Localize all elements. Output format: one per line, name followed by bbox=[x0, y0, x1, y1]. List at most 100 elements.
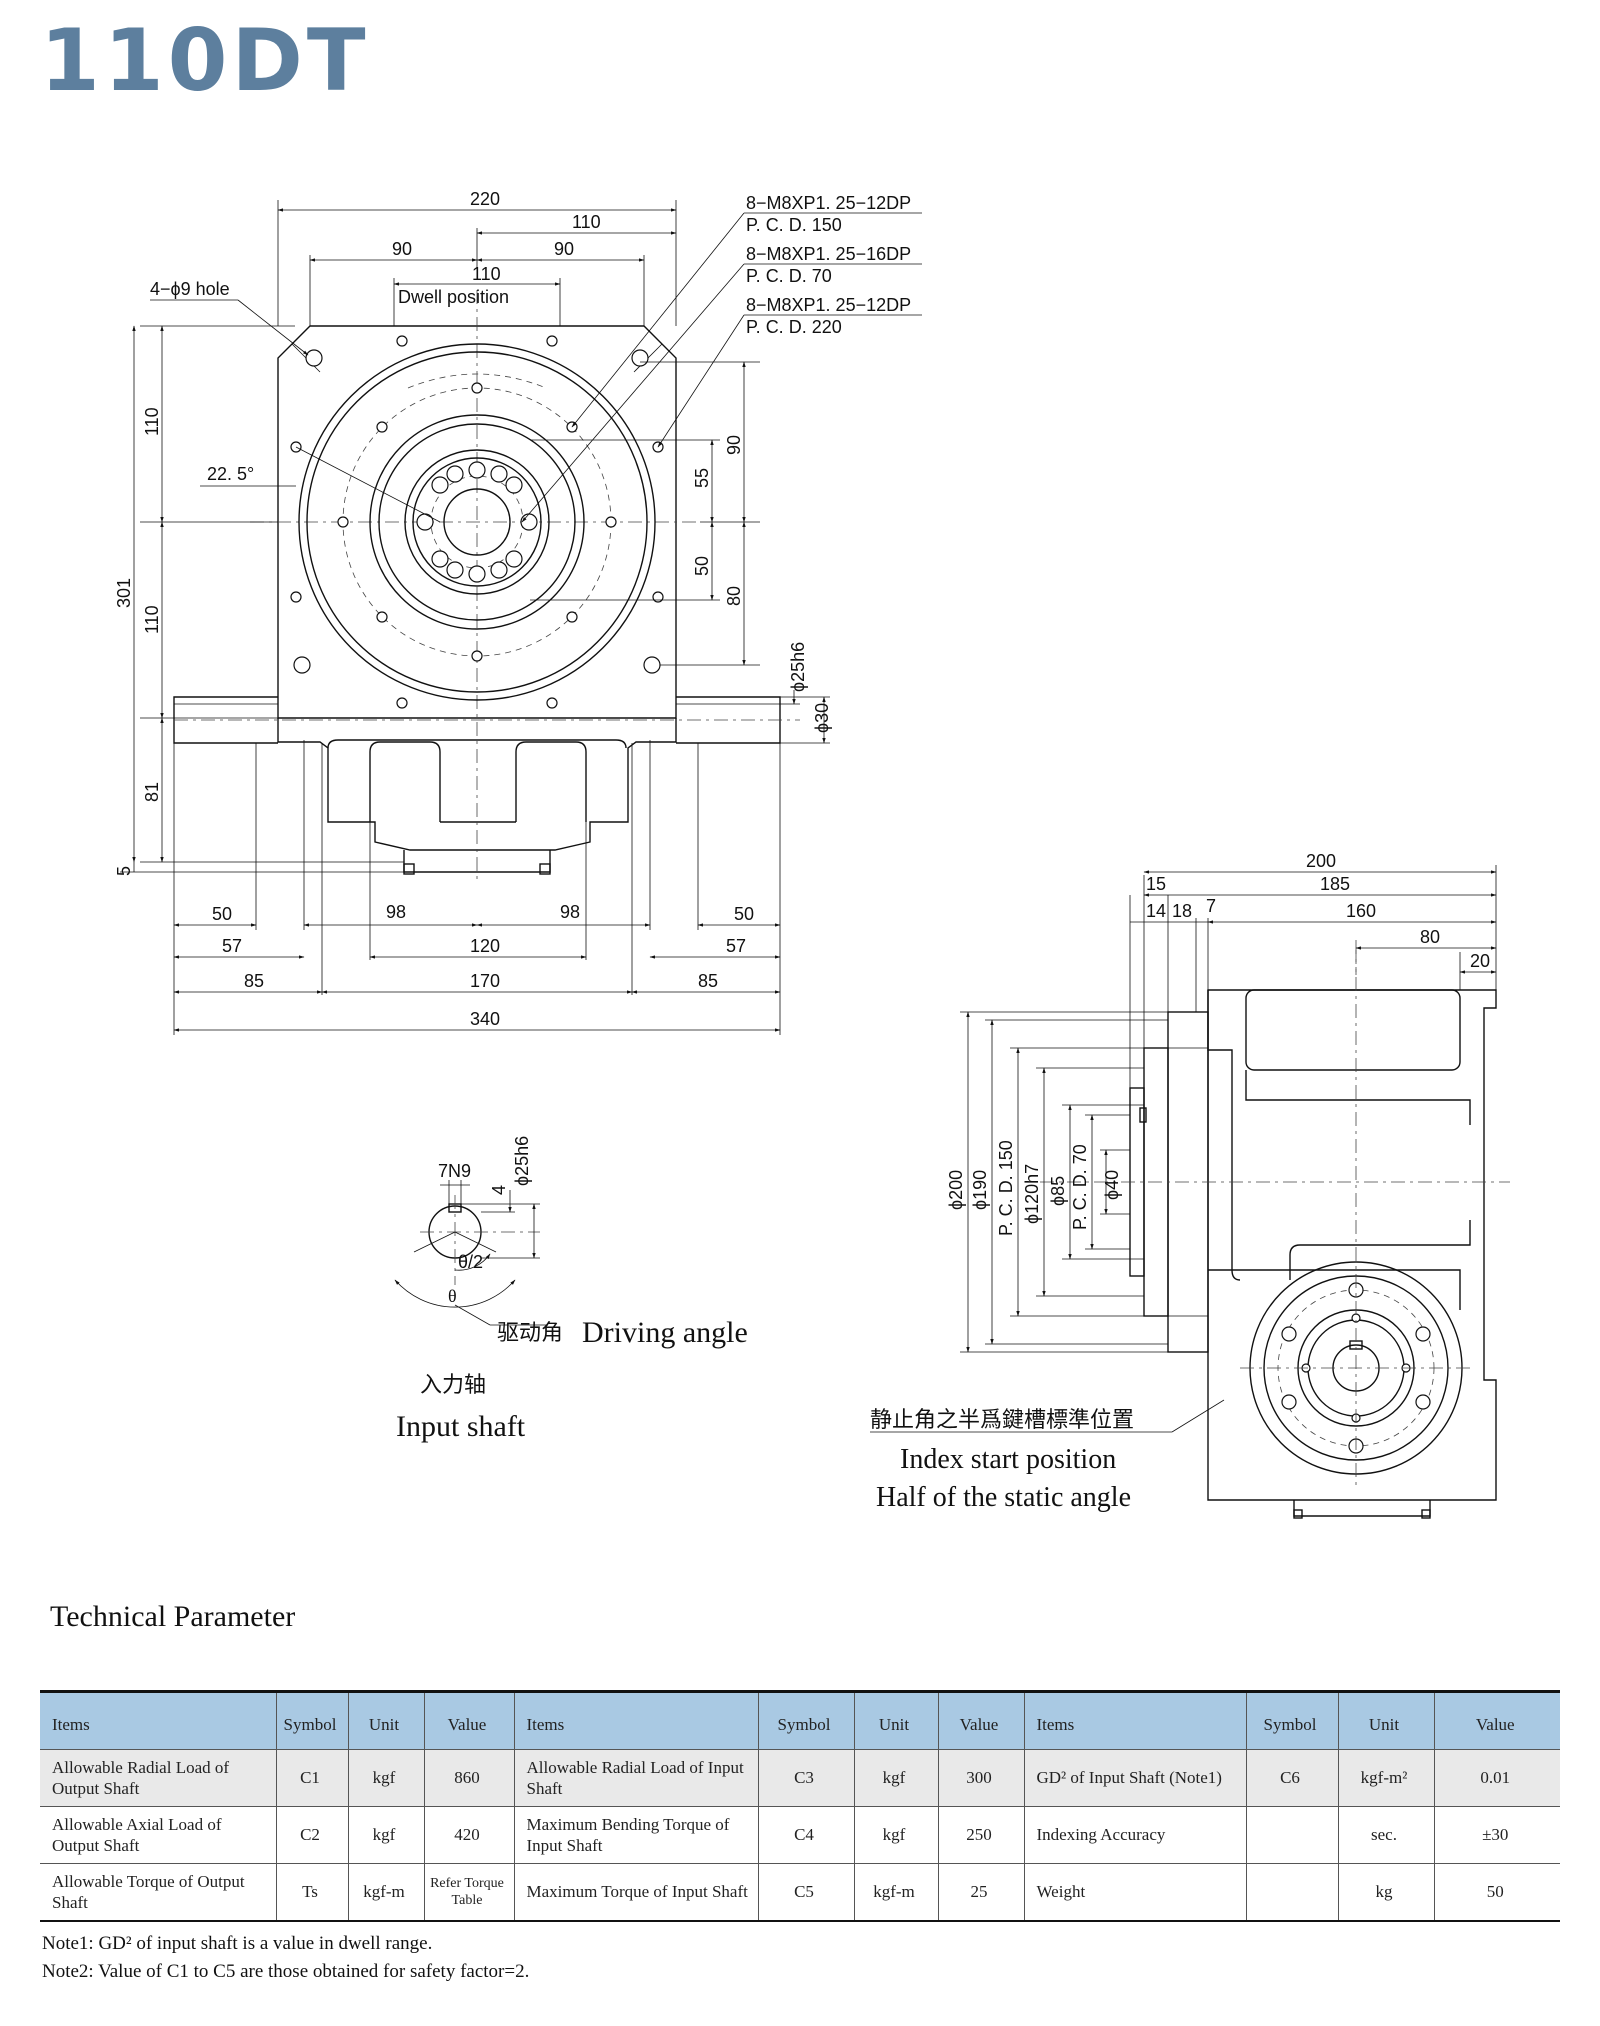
header-cell: Unit bbox=[1337, 1690, 1434, 1750]
callout-1a: 8−M8XP1. 25−12DP bbox=[746, 193, 911, 213]
header-cell: Symbol bbox=[275, 1690, 348, 1750]
dim-110-lower: 110 bbox=[142, 605, 162, 634]
table-cell: kgf bbox=[853, 1749, 938, 1807]
table-cell: C2 bbox=[275, 1806, 348, 1864]
angle-theta-label: θ bbox=[448, 1286, 457, 1306]
table-cell: 420 bbox=[423, 1806, 514, 1864]
dim-110-top: 110 bbox=[572, 212, 601, 232]
page-title: 110DT bbox=[40, 11, 370, 111]
dim-b98-right: 98 bbox=[560, 902, 580, 922]
dwell-position-label: Dwell position bbox=[398, 287, 509, 307]
table-cell: Allowable Radial Load of Input Shaft bbox=[513, 1749, 758, 1807]
dim-b98-left: 98 bbox=[386, 902, 406, 922]
index-note-en-2: Half of the static angle bbox=[876, 1482, 1131, 1513]
dim-80-vertical: 80 bbox=[724, 586, 744, 606]
side-dim-18: 18 bbox=[1172, 901, 1192, 921]
header-cell: Value bbox=[937, 1690, 1024, 1750]
header-cell: Symbol bbox=[1245, 1690, 1338, 1750]
side-dia-200: ϕ200 bbox=[946, 1170, 966, 1210]
dim-b340: 340 bbox=[470, 1009, 500, 1029]
bolt-holes-pcd220 bbox=[290, 335, 664, 709]
table-cell: Allowable Axial Load of Output Shaft bbox=[40, 1806, 276, 1864]
table-cell bbox=[1245, 1863, 1338, 1922]
angle-label: 22. 5° bbox=[207, 464, 254, 484]
side-dim-160: 160 bbox=[1346, 901, 1376, 921]
side-pcd-70: P. C. D. 70 bbox=[1070, 1144, 1090, 1230]
side-dia-120: ϕ120h7 bbox=[1022, 1164, 1042, 1224]
header-cell: Value bbox=[423, 1690, 514, 1750]
table-cell: Maximum Torque of Input Shaft bbox=[513, 1863, 758, 1922]
key-shaft: ϕ25h6 bbox=[512, 1136, 532, 1186]
dim-110-upper: 110 bbox=[142, 407, 162, 436]
dim-90-left: 90 bbox=[392, 239, 412, 259]
table-cell: sec. bbox=[1337, 1806, 1434, 1864]
dim-220: 220 bbox=[470, 189, 500, 209]
table-cell: kgf bbox=[347, 1806, 424, 1864]
input-flange-bolts bbox=[1281, 1282, 1431, 1454]
technical-parameter-table: Items Symbol Unit Value Items Symbol Uni… bbox=[40, 1690, 1560, 1922]
table-cell: C5 bbox=[757, 1863, 854, 1922]
table-row: Allowable Torque of Output Shaft Ts kgf-… bbox=[40, 1863, 1560, 1922]
dim-301: 301 bbox=[114, 578, 134, 608]
note-1: Note1: GD² of input shaft is a value in … bbox=[42, 1933, 433, 1954]
socket-bolts-pcd70 bbox=[416, 461, 538, 583]
technical-drawing: 220 110 90 90 110 Dwell position 4−ϕ9 ho… bbox=[114, 189, 1510, 1519]
dim-b50-right: 50 bbox=[734, 904, 754, 924]
side-dim-7: 7 bbox=[1206, 896, 1216, 916]
table-cell: Maximum Bending Torque of Input Shaft bbox=[513, 1806, 758, 1864]
table-cell: C4 bbox=[757, 1806, 854, 1864]
table-row: Allowable Axial Load of Output Shaft C2 … bbox=[40, 1806, 1560, 1864]
dim-90-vertical: 90 bbox=[724, 435, 744, 455]
table-row: Allowable Radial Load of Output Shaft C1… bbox=[40, 1749, 1560, 1807]
dim-5: 5 bbox=[114, 866, 134, 876]
dim-50-vertical: 50 bbox=[692, 556, 712, 576]
table-cell: 250 bbox=[937, 1806, 1024, 1864]
callout-3b: P. C. D. 220 bbox=[746, 317, 842, 337]
dim-55: 55 bbox=[692, 468, 712, 488]
table-cell bbox=[1245, 1806, 1338, 1864]
half-angle-label: θ/2 bbox=[458, 1252, 483, 1272]
key-depth: 4 bbox=[489, 1185, 509, 1195]
header-cell: Items bbox=[40, 1690, 276, 1750]
front-view: 220 110 90 90 110 Dwell position 4−ϕ9 ho… bbox=[114, 189, 922, 1035]
table-cell: kgf-m² bbox=[1337, 1749, 1434, 1807]
table-cell: 50 bbox=[1433, 1863, 1560, 1922]
table-cell: C1 bbox=[275, 1749, 348, 1807]
side-dia-40: ϕ40 bbox=[1102, 1170, 1122, 1200]
index-note-cn: 静止角之半爲鍵槽標準位置 bbox=[870, 1407, 1134, 1432]
table-cell: Weight bbox=[1023, 1863, 1246, 1922]
table-header-row: Items Symbol Unit Value Items Symbol Uni… bbox=[40, 1690, 1560, 1750]
callout-3a: 8−M8XP1. 25−12DP bbox=[746, 295, 911, 315]
key-detail: 7N9 4 ϕ25h6 θ/2 θ 驱动角 Driving angle 入力轴 … bbox=[394, 1136, 748, 1443]
dim-b57-right: 57 bbox=[726, 936, 746, 956]
table-cell: C6 bbox=[1245, 1749, 1338, 1807]
header-cell: Value bbox=[1433, 1690, 1560, 1750]
table-cell: kgf bbox=[853, 1806, 938, 1864]
side-pcd-150: P. C. D. 150 bbox=[996, 1140, 1016, 1236]
side-dim-200: 200 bbox=[1306, 851, 1336, 871]
table-cell: 25 bbox=[937, 1863, 1024, 1922]
side-dim-14: 14 bbox=[1146, 901, 1166, 921]
side-dim-15: 15 bbox=[1146, 874, 1166, 894]
table-cell: Allowable Torque of Output Shaft bbox=[40, 1863, 276, 1922]
side-dim-20: 20 bbox=[1470, 951, 1490, 971]
header-cell: Unit bbox=[347, 1690, 424, 1750]
table-cell: Allowable Radial Load of Output Shaft bbox=[40, 1749, 276, 1807]
callout-2a: 8−M8XP1. 25−16DP bbox=[746, 244, 911, 264]
table-cell: 860 bbox=[423, 1749, 514, 1807]
header-cell: Symbol bbox=[757, 1690, 854, 1750]
dim-81: 81 bbox=[142, 782, 162, 802]
dim-b170: 170 bbox=[470, 971, 500, 991]
table-cell: kg bbox=[1337, 1863, 1434, 1922]
table-cell: 0.01 bbox=[1433, 1749, 1560, 1807]
callout-2b: P. C. D. 70 bbox=[746, 266, 832, 286]
header-cell: Items bbox=[513, 1690, 758, 1750]
header-cell: Unit bbox=[853, 1690, 938, 1750]
side-dim-185: 185 bbox=[1320, 874, 1350, 894]
dim-110-mid: 110 bbox=[472, 264, 501, 284]
callout-1b: P. C. D. 150 bbox=[746, 215, 842, 235]
technical-parameter-heading: Technical Parameter bbox=[50, 1600, 296, 1633]
table-cell: ±30 bbox=[1433, 1806, 1560, 1864]
shaft-diameter: ϕ30 bbox=[812, 703, 832, 733]
table-cell: kgf-m bbox=[853, 1863, 938, 1922]
